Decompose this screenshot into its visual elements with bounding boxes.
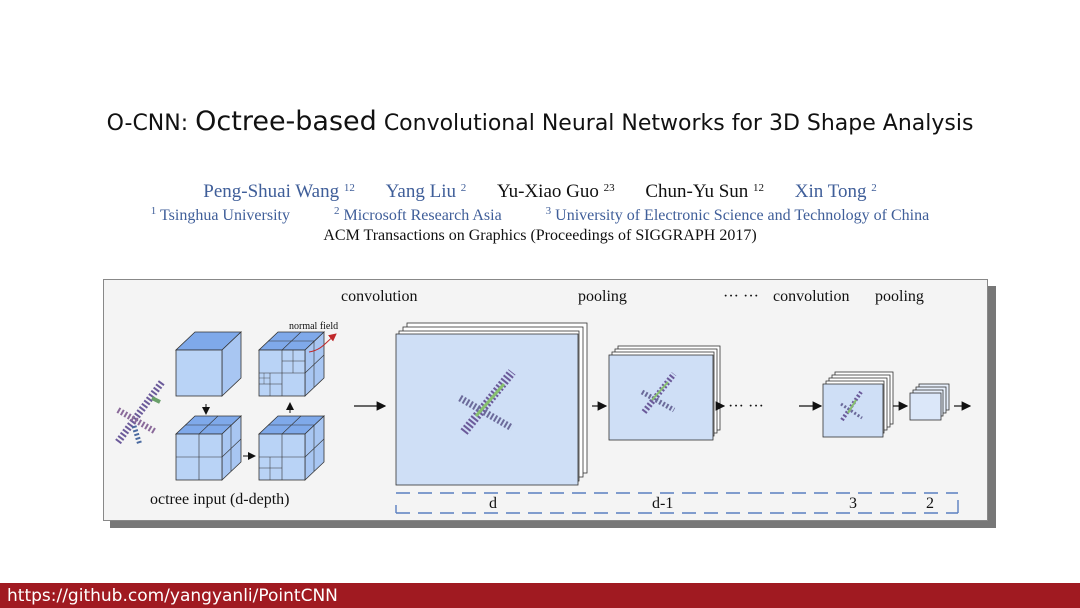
- cube-refined: [257, 415, 326, 481]
- title-rest: Convolutional Neural Networks for 3D Sha…: [383, 111, 974, 136]
- label-convolution-2: convolution: [773, 288, 849, 305]
- feature-map-stack-2: [909, 383, 950, 421]
- author: Chun-Yu Sun 12: [645, 181, 765, 202]
- architecture-figure: convolution pooling ··· ··· convolution …: [103, 279, 988, 521]
- affiliation-list: 1 Tsinghua University 2 Microsoft Resear…: [0, 205, 1080, 225]
- cube-subdivided: [174, 415, 243, 481]
- author[interactable]: Xin Tong 2: [794, 181, 877, 202]
- cube-plain: [174, 331, 243, 397]
- title-highlight: Octree-based: [195, 106, 377, 137]
- venue: ACM Transactions on Graphics (Proceeding…: [323, 227, 757, 244]
- airplane-point-cloud: [115, 379, 165, 446]
- depth-label-d-1: d-1: [652, 495, 673, 512]
- affiliation[interactable]: 2 Microsoft Research Asia: [333, 205, 502, 224]
- author: Yu-Xiao Guo 23: [497, 181, 615, 202]
- affiliation[interactable]: 1 Tsinghua University: [150, 205, 290, 224]
- label-normal-field: normal field: [289, 321, 338, 332]
- depth-label-2: 2: [926, 495, 934, 512]
- label-dots: ··· ···: [723, 288, 759, 305]
- author[interactable]: Peng-Shuai Wang 12: [203, 181, 355, 202]
- label-pooling: pooling: [578, 288, 627, 305]
- author[interactable]: Yang Liu 2: [385, 181, 467, 202]
- label-octree-input: octree input (d-depth): [150, 491, 290, 508]
- depth-label-3: 3: [849, 495, 857, 512]
- author-list: Peng-Shuai Wang 12 Yang Liu 2 Yu-Xiao Gu…: [0, 181, 1080, 203]
- feature-map-stack-d-1: [608, 345, 721, 441]
- normal-field-arrow: [308, 333, 337, 353]
- footer-link[interactable]: https://github.com/yangyanli/PointCNN: [7, 586, 338, 606]
- architecture-diagram: convolution pooling ··· ··· convolution …: [115, 288, 972, 514]
- affiliation[interactable]: 3 University of Electronic Science and T…: [545, 205, 930, 224]
- middle-dots: ··· ···: [728, 398, 764, 415]
- cube-octree: [257, 331, 326, 397]
- label-pooling-2: pooling: [875, 288, 924, 305]
- depth-label-d: d: [489, 495, 497, 512]
- paper-title: O-CNN: Octree-based Convolutional Neural…: [0, 106, 1080, 137]
- depth-bracket: [395, 492, 959, 514]
- footer-bar: https://github.com/yangyanli/PointCNN: [0, 583, 1080, 608]
- label-convolution: convolution: [341, 288, 417, 305]
- title-prefix: O-CNN:: [106, 111, 189, 136]
- feature-map-stack-d: [395, 322, 588, 486]
- feature-map-stack-3: [822, 371, 894, 438]
